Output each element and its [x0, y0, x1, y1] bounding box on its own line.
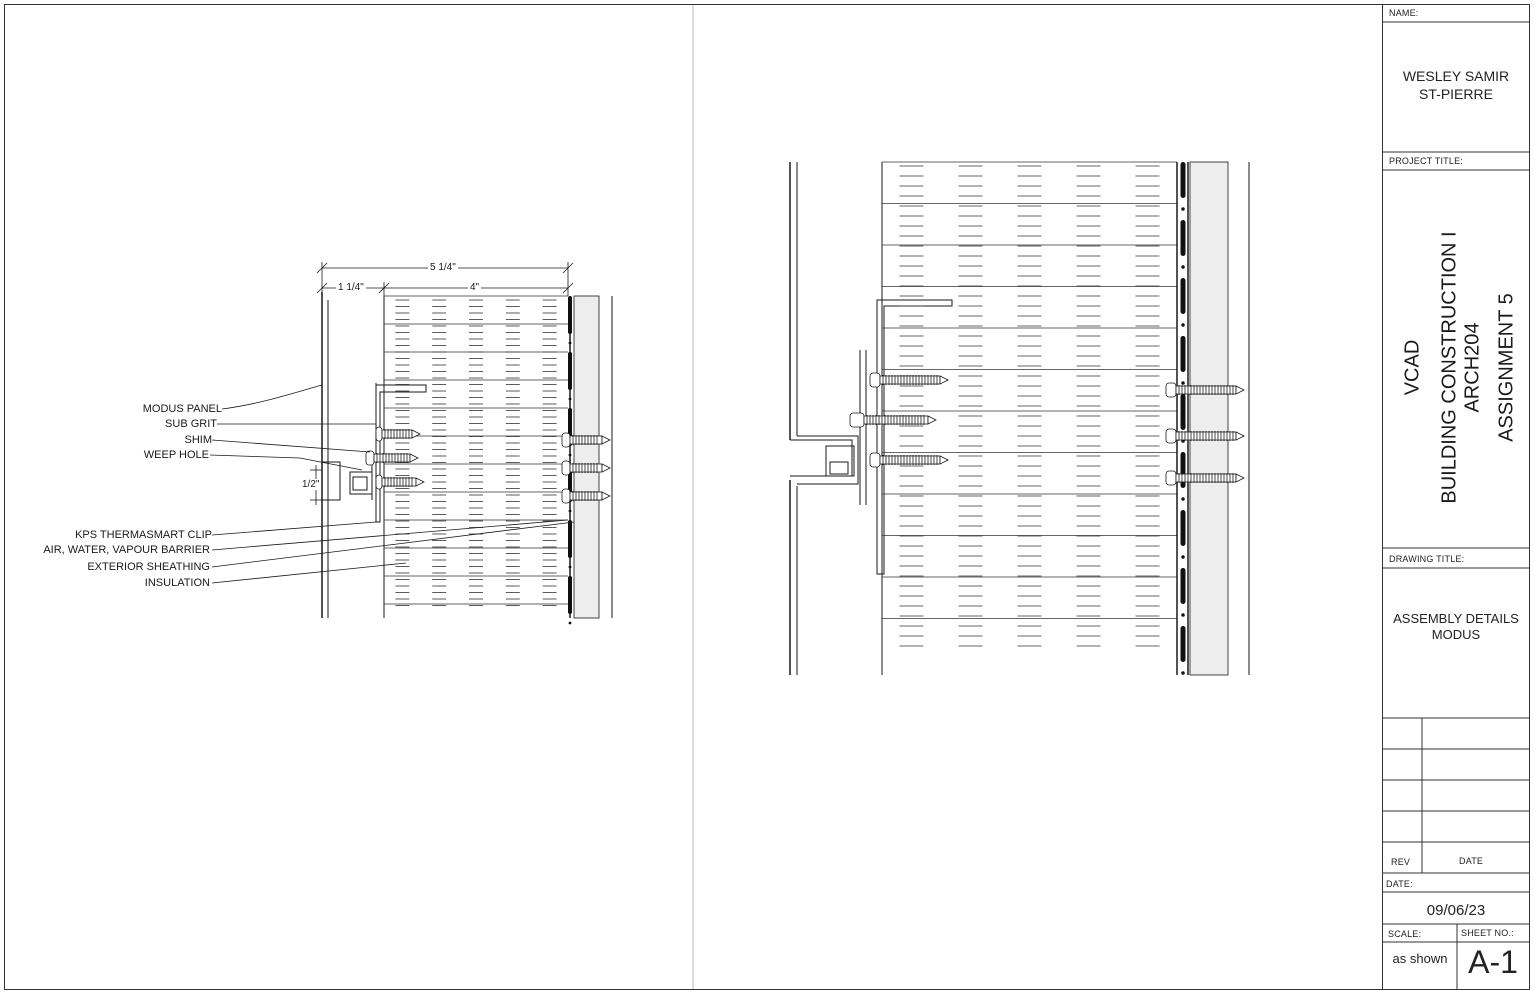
scale-label: SCALE: — [1388, 929, 1422, 939]
scale-value: as shown — [1392, 951, 1448, 966]
barrier-dash — [1180, 162, 1186, 198]
drawing-title-label: DRAWING TITLE: — [1389, 554, 1465, 564]
callout-shim: SHIM — [184, 434, 213, 446]
barrier-dot — [568, 397, 572, 401]
date-column-label: DATE — [1459, 856, 1484, 866]
screw-tip — [1235, 473, 1245, 483]
callout-air-water-vapour-barrier: AIR, WATER, VAPOUR BARRIER — [43, 544, 210, 556]
barrier-dot — [568, 565, 572, 569]
screw-shank — [381, 477, 417, 487]
date-value: 09/06/23 — [1426, 902, 1486, 919]
screw-shank — [863, 415, 929, 425]
author-name-line2: ST-PIERRE — [1419, 86, 1493, 102]
screw-tip — [601, 435, 611, 445]
barrier-dash — [568, 352, 572, 390]
date-label: DATE: — [1386, 879, 1413, 889]
dimension-overall: 5 1/4" — [428, 262, 458, 273]
screw-tip — [939, 375, 949, 385]
screw-head — [1165, 470, 1177, 486]
screw-head — [869, 452, 881, 468]
screw-head — [375, 426, 383, 442]
assembly-detail-left — [209, 262, 613, 625]
screw-head — [561, 460, 571, 476]
callout-insulation: INSULATION — [144, 577, 210, 589]
screw-tip — [411, 429, 421, 439]
barrier-dash — [1180, 278, 1186, 314]
project-title-line4: ASSIGNMENT 5 — [1495, 293, 1518, 442]
barrier-dot — [1181, 497, 1185, 501]
callout-modus-panel: MODUS PANEL — [142, 403, 222, 415]
screw-tip — [415, 477, 425, 487]
barrier-dash — [568, 296, 572, 334]
barrier-dot — [1181, 671, 1185, 675]
barrier-dot — [568, 341, 572, 345]
barrier-dot — [1181, 555, 1185, 559]
barrier-dash — [1180, 510, 1186, 546]
screw-tip — [1235, 385, 1245, 395]
callout-sub-grit: SUB GRIT — [165, 418, 217, 430]
screw-head — [1165, 428, 1177, 444]
screw-tip — [601, 463, 611, 473]
barrier-dash — [1180, 220, 1186, 256]
barrier-dash — [568, 576, 572, 614]
assembly-detail-right — [789, 161, 1250, 676]
barrier-dot — [1181, 207, 1185, 211]
screw-tip — [1235, 431, 1245, 441]
screw-tip — [927, 415, 937, 425]
sheet-number-value: A-1 — [1468, 944, 1518, 980]
project-title-line2: BUILDING CONSTRUCTION I — [1438, 231, 1461, 504]
screw-head — [869, 372, 881, 388]
dimension-insulation: 4" — [468, 282, 482, 293]
drawing-title-line1: ASSEMBLY DETAILS — [1393, 611, 1519, 626]
screw-head — [365, 450, 375, 466]
callout-kps-thermasmart-clip: KPS THERMASMART CLIP — [75, 529, 212, 541]
barrier-dash — [1180, 394, 1186, 430]
barrier-dash — [568, 520, 572, 558]
project-title-line3: ARCH204 — [1461, 322, 1484, 413]
barrier-dash — [1180, 568, 1186, 604]
drawing-title-line2: MODUS — [1431, 627, 1481, 642]
barrier-dot — [1181, 323, 1185, 327]
screw-head — [849, 412, 865, 428]
author-name-line1: WESLEY SAMIR — [1402, 68, 1510, 84]
project-title-line1: VCAD — [1401, 339, 1424, 396]
barrier-dot — [1181, 265, 1185, 269]
callout-weep-hole: WEEP HOLE — [143, 449, 209, 461]
barrier-dot — [568, 621, 572, 625]
rev-label: REV — [1391, 857, 1411, 867]
screw-head — [561, 488, 571, 504]
screw-head — [561, 432, 571, 448]
callout-exterior-sheathing: EXTERIOR SHEATHING — [87, 561, 210, 573]
barrier-dot — [568, 453, 572, 457]
screw-head — [375, 474, 383, 490]
barrier-dot — [1181, 381, 1185, 385]
sheet-number-label: SHEET NO.: — [1461, 928, 1514, 938]
dimension-panel-depth: 1 1/4" — [336, 282, 366, 293]
screw-tip — [601, 491, 611, 501]
barrier-dash — [1180, 626, 1186, 662]
screw-tip — [939, 455, 949, 465]
barrier-dot — [568, 509, 572, 513]
barrier-dot — [1181, 613, 1185, 617]
screw-head — [1165, 382, 1177, 398]
project-title-label: PROJECT TITLE: — [1389, 156, 1463, 166]
dimension-gap: 1/2" — [300, 479, 322, 490]
name-label: NAME: — [1389, 8, 1419, 18]
screw-tip — [409, 453, 419, 463]
barrier-dash — [1180, 336, 1186, 372]
